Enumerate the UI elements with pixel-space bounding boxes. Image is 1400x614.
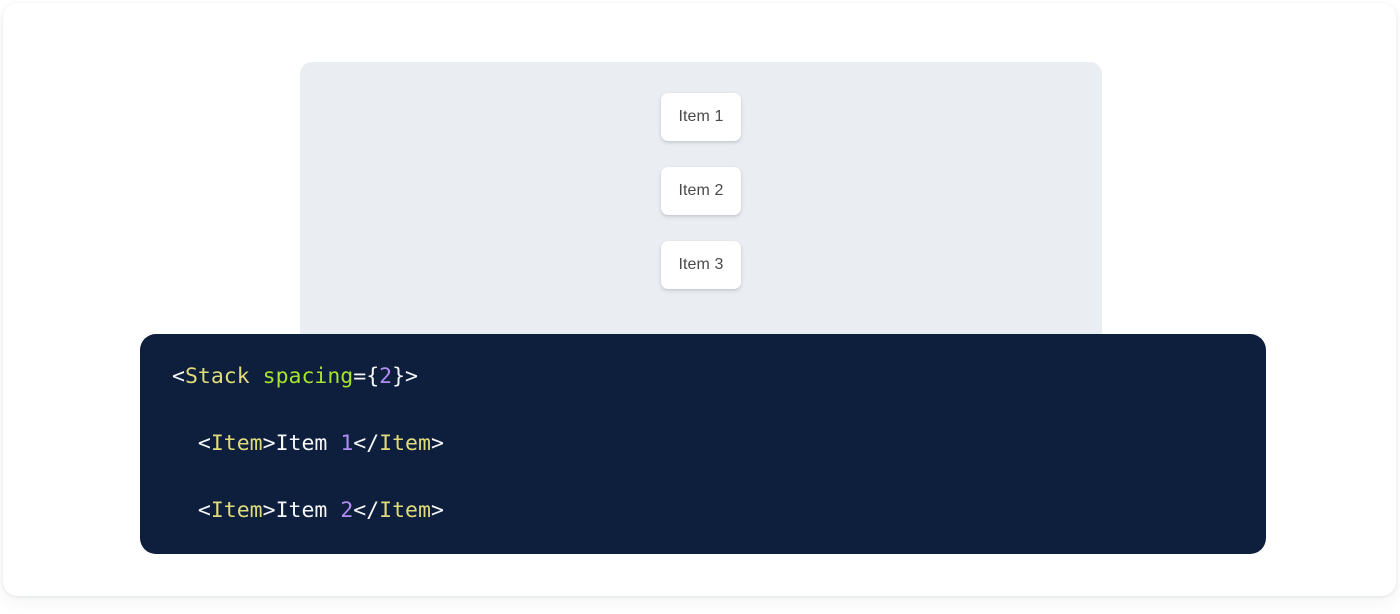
code-indent <box>172 431 198 456</box>
code-line: <Stack spacing={2}> <box>172 360 1266 394</box>
code-token-punct: < <box>172 364 185 389</box>
code-indent <box>172 498 198 523</box>
code-token-tag: Stack <box>184 364 250 389</box>
code-token-num: 1 <box>340 431 354 457</box>
stack-item[interactable]: Item 3 <box>661 241 741 289</box>
code-snippet-block[interactable]: <Stack spacing={2}> <Item>Item 1</Item> … <box>140 334 1266 554</box>
code-line: <Item>Item 2</Item> <box>172 494 1266 528</box>
code-token-punct: > <box>262 498 276 524</box>
code-token-text: Item <box>275 431 341 457</box>
stack-container: Item 1 Item 2 Item 3 <box>300 93 1102 289</box>
code-token-punct: </ <box>353 431 380 457</box>
code-token-tag: Item <box>379 431 431 457</box>
code-token-punct: </ <box>353 498 380 524</box>
code-line: <Item>Item 1</Item> <box>172 427 1266 461</box>
code-token-punct: > <box>430 498 444 524</box>
code-token-punct: < <box>197 431 211 457</box>
stack-item[interactable]: Item 2 <box>661 167 741 215</box>
code-token-punct: > <box>262 431 276 457</box>
code-token-num: 2 <box>340 498 354 524</box>
code-token-tag: Item <box>210 431 263 457</box>
code-token-tag: Item <box>210 498 263 524</box>
code-token-attr: spacing <box>262 364 354 389</box>
code-token-punct: > <box>430 431 444 457</box>
code-token-punct: < <box>197 498 211 524</box>
code-token-text: Item <box>275 498 341 524</box>
code-token-tag: Item <box>379 498 431 524</box>
code-token-punct: }> <box>392 364 418 389</box>
code-token-punct <box>250 364 263 389</box>
stack-item[interactable]: Item 1 <box>661 93 741 141</box>
code-token-num: 2 <box>379 364 393 389</box>
component-preview-panel: Item 1 Item 2 Item 3 <box>300 62 1102 352</box>
code-token-punct: ={ <box>353 364 380 389</box>
